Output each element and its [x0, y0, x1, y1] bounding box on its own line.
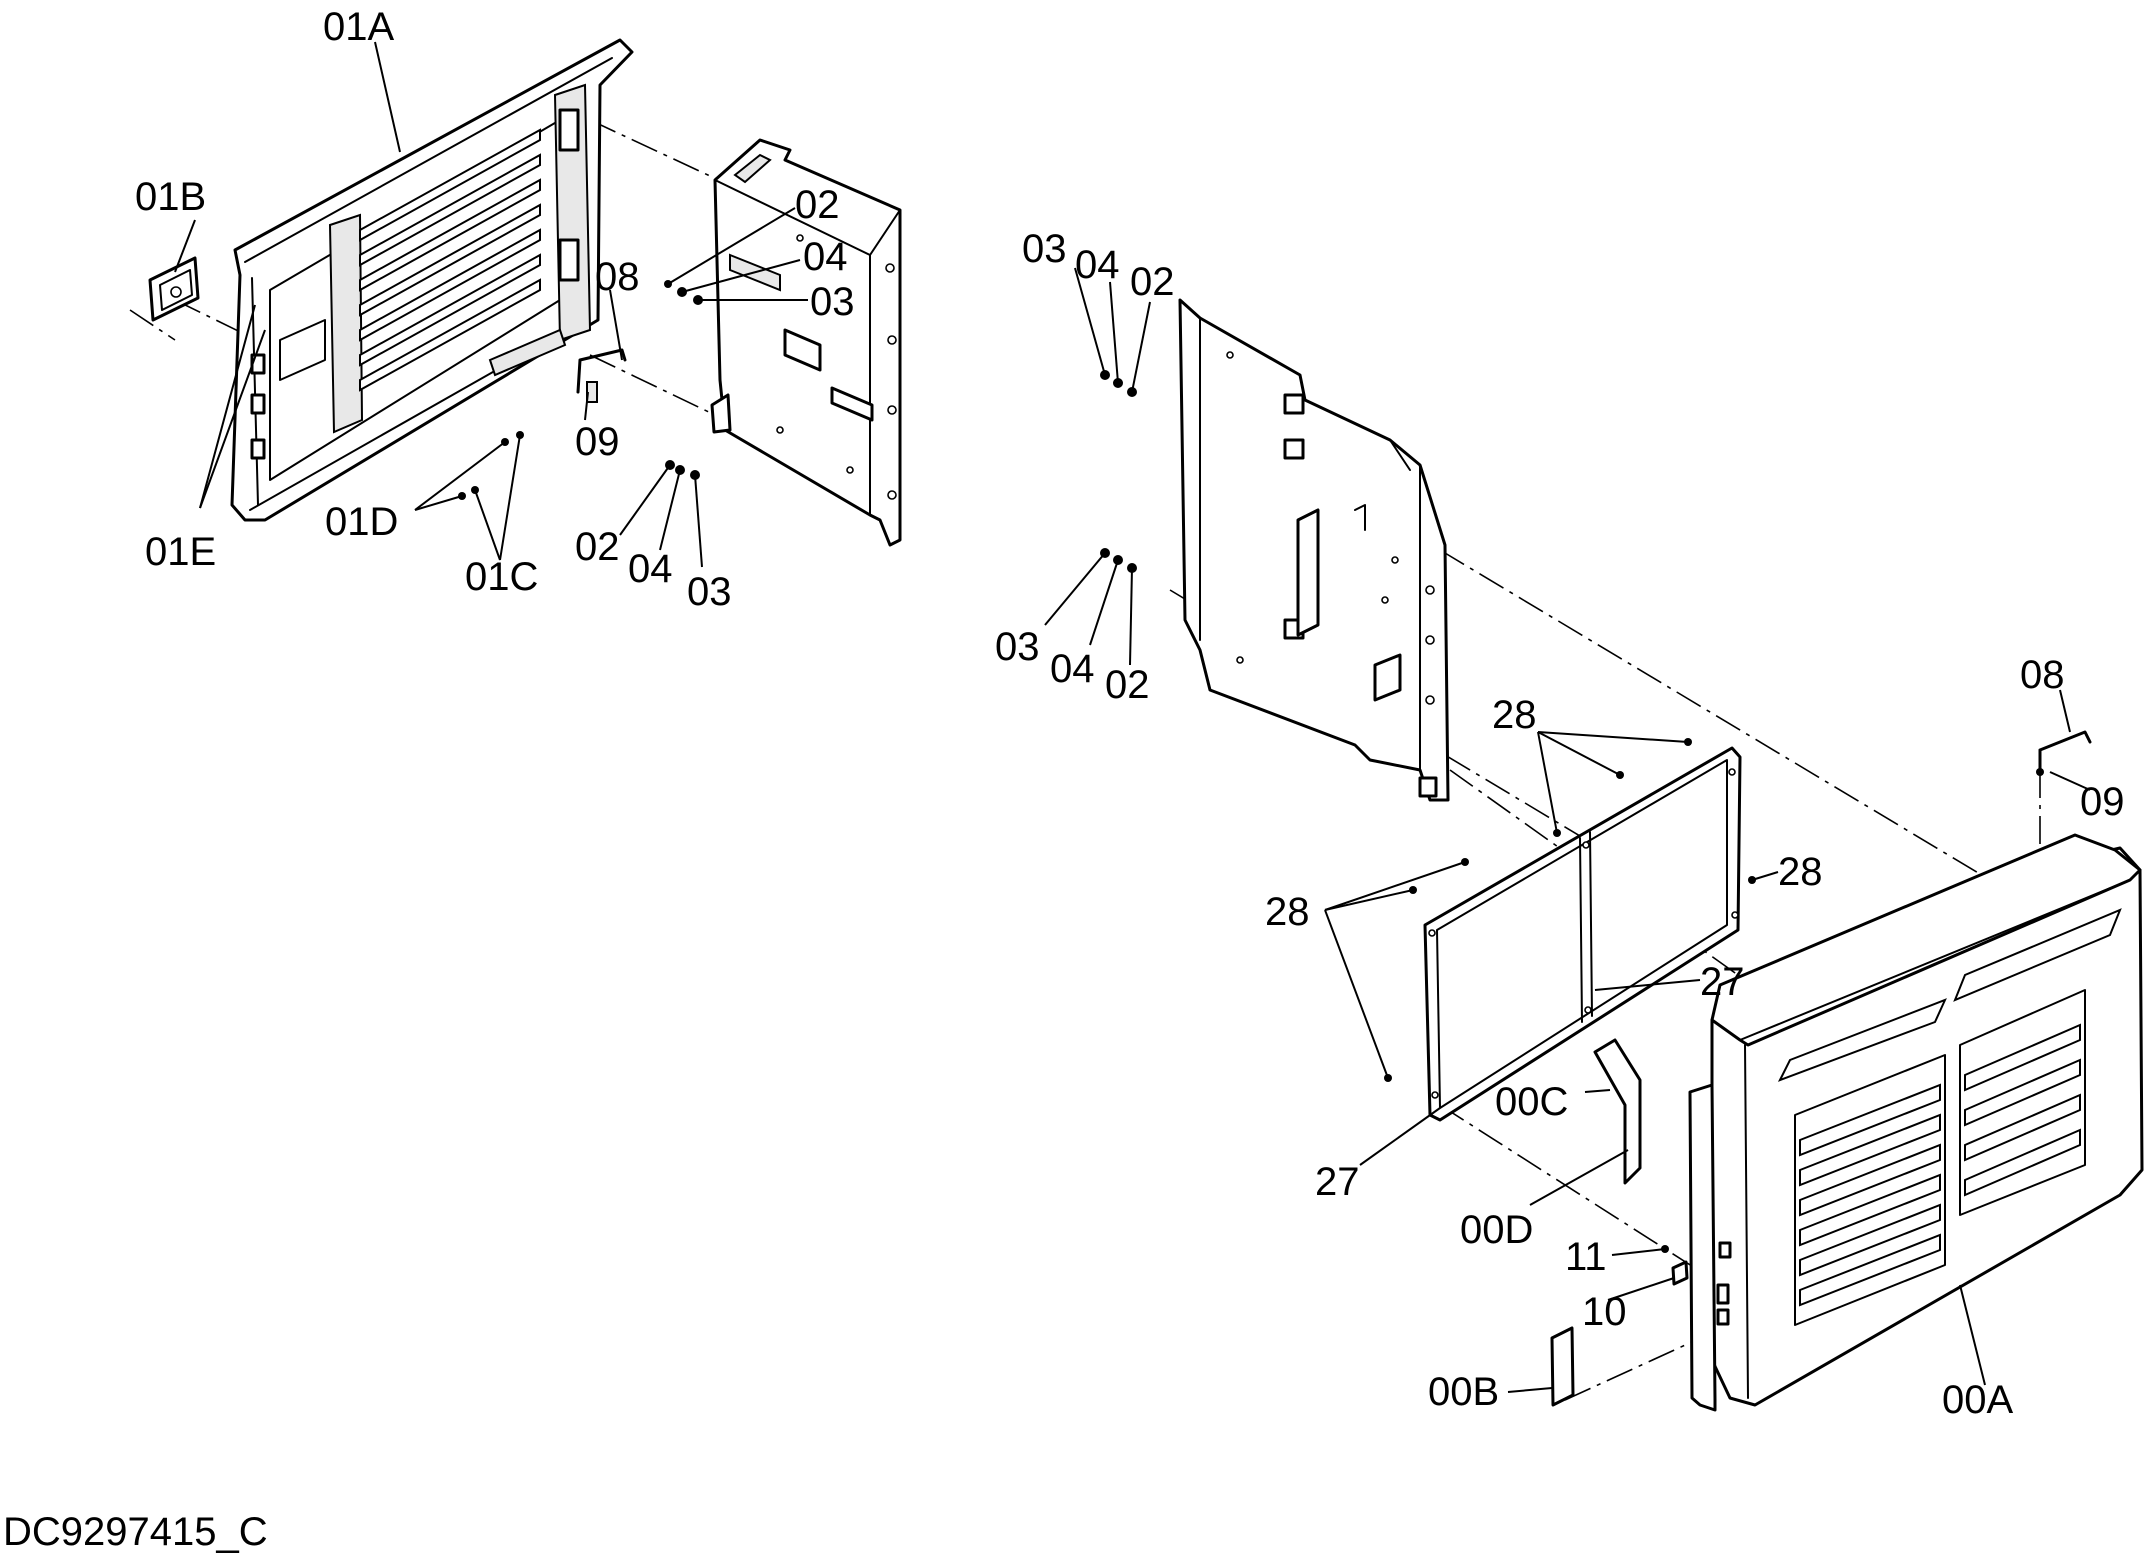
- callout-08-upper: 08: [595, 255, 640, 299]
- callout-03-upper-b: 03: [687, 570, 732, 614]
- callout-04-upper-a: 04: [803, 235, 848, 279]
- callout-10: 10: [1582, 1290, 1627, 1334]
- callout-03-upper-a: 03: [810, 280, 855, 324]
- callout-01E: 01E: [145, 530, 216, 574]
- callout-11: 11: [1565, 1235, 1607, 1279]
- left-grille-00A: [1794, 1054, 1946, 1326]
- fasteners-panel-right: [1100, 370, 1137, 573]
- callout-02-mid-a: 02: [1130, 260, 1175, 304]
- callout-02-upper-a: 02: [795, 183, 840, 227]
- callout-27-right: 27: [1700, 960, 1745, 1004]
- callout-09-right: 09: [2080, 780, 2125, 824]
- callout-03-mid-b: 03: [995, 625, 1040, 669]
- callout-00C: 00C: [1495, 1080, 1568, 1124]
- latch-plate-01B: [148, 256, 200, 322]
- decal-00C-00D: [1593, 1038, 1642, 1185]
- document-id: DC9297415_C: [3, 1510, 268, 1554]
- mounting-panel-right: [1178, 298, 1450, 802]
- callout-02-upper-b: 02: [575, 525, 620, 569]
- callout-labels: 01A 01B 01E 01D 01C 08 09 02 04 03 02 04…: [135, 5, 2125, 1422]
- fasteners-01C-01D: [458, 431, 524, 500]
- callout-01C: 01C: [465, 555, 538, 599]
- right-grille-00A: [1959, 989, 2086, 1216]
- main-door-00A: [1688, 833, 2144, 1412]
- handle-08-09-right: [2036, 730, 2092, 776]
- callout-09-upper: 09: [575, 420, 620, 464]
- top-louvres-00A: [1777, 908, 2122, 1082]
- grille-slats: [359, 128, 541, 392]
- callout-01A: 01A: [323, 5, 394, 49]
- callout-27-bottom: 27: [1315, 1160, 1360, 1204]
- callout-28-top: 28: [1492, 693, 1537, 737]
- decal-00B: [1550, 1326, 1575, 1407]
- callout-01B: 01B: [135, 175, 206, 219]
- callout-28-right: 28: [1778, 850, 1823, 894]
- handle-08-09-upper: [576, 348, 627, 403]
- callout-00D: 00D: [1460, 1208, 1533, 1252]
- callout-02-mid-b: 02: [1105, 663, 1150, 707]
- callout-00B: 00B: [1428, 1370, 1499, 1414]
- panel-frame-27: [1423, 746, 1742, 1122]
- callout-08-right: 08: [2020, 653, 2065, 697]
- callout-04-mid-a: 04: [1075, 243, 1120, 287]
- door-panel-01A: [230, 38, 634, 522]
- mounting-panel-left: [710, 138, 902, 547]
- callout-04-mid-b: 04: [1050, 647, 1095, 691]
- callout-28-left: 28: [1265, 890, 1310, 934]
- leader-lines: [174, 41, 2091, 1393]
- callout-04-upper-b: 04: [628, 547, 673, 591]
- fasteners-panel-left: [664, 280, 703, 480]
- callout-00A: 00A: [1942, 1378, 2013, 1422]
- callout-03-mid-a: 03: [1022, 227, 1067, 271]
- callout-01D: 01D: [325, 500, 398, 544]
